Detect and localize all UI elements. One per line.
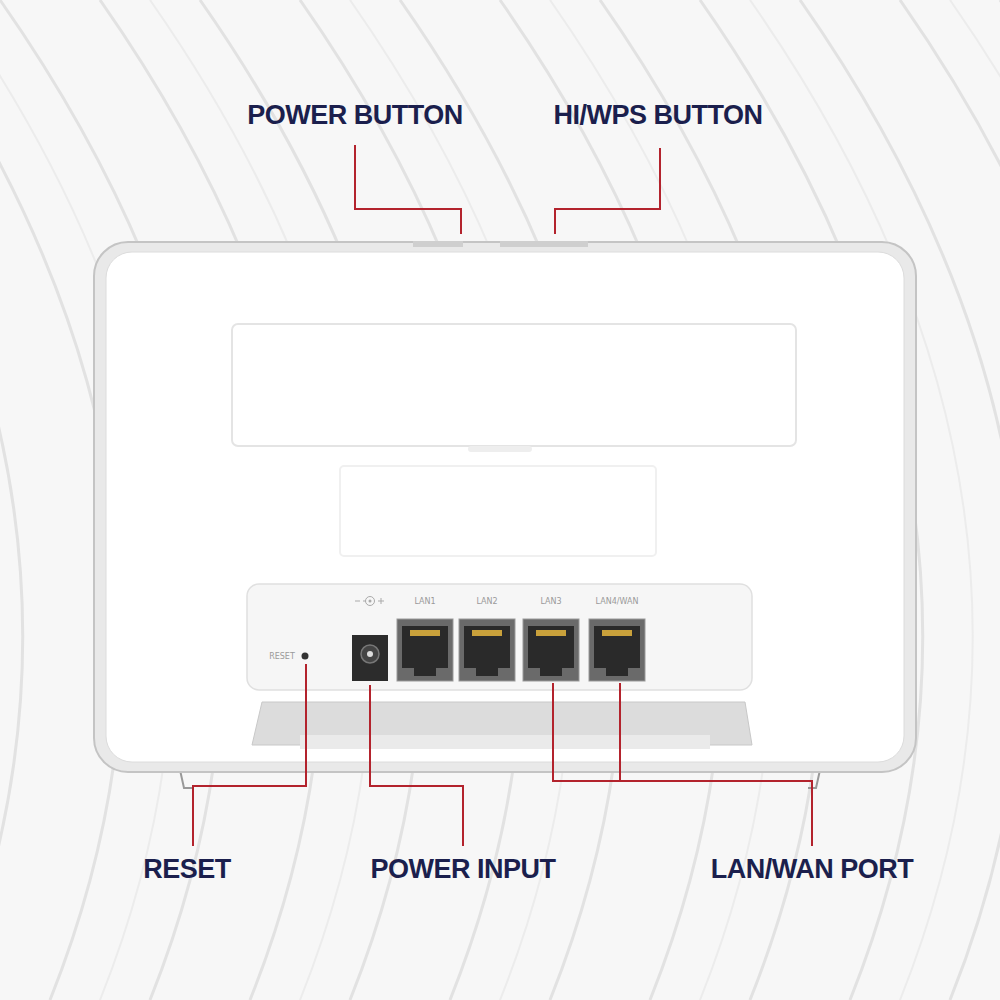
rj45-port	[397, 619, 453, 681]
callout-label: RESET	[143, 853, 231, 885]
callout-label: POWER INPUT	[370, 853, 555, 885]
rj45-port	[589, 619, 645, 681]
rj45-port	[523, 619, 579, 681]
port-marking: LAN2	[476, 597, 497, 607]
port-marking: LAN4/WAN	[596, 597, 639, 607]
port-marking: RESET	[269, 652, 295, 662]
callout-label: LAN/WAN PORT	[711, 853, 914, 885]
port-marking: LAN3	[540, 597, 561, 607]
port-marking: LAN1	[414, 597, 435, 607]
callout-label: HI/WPS BUTTON	[554, 99, 763, 131]
rj45-port	[459, 619, 515, 681]
callout-label: POWER BUTTON	[247, 99, 463, 131]
